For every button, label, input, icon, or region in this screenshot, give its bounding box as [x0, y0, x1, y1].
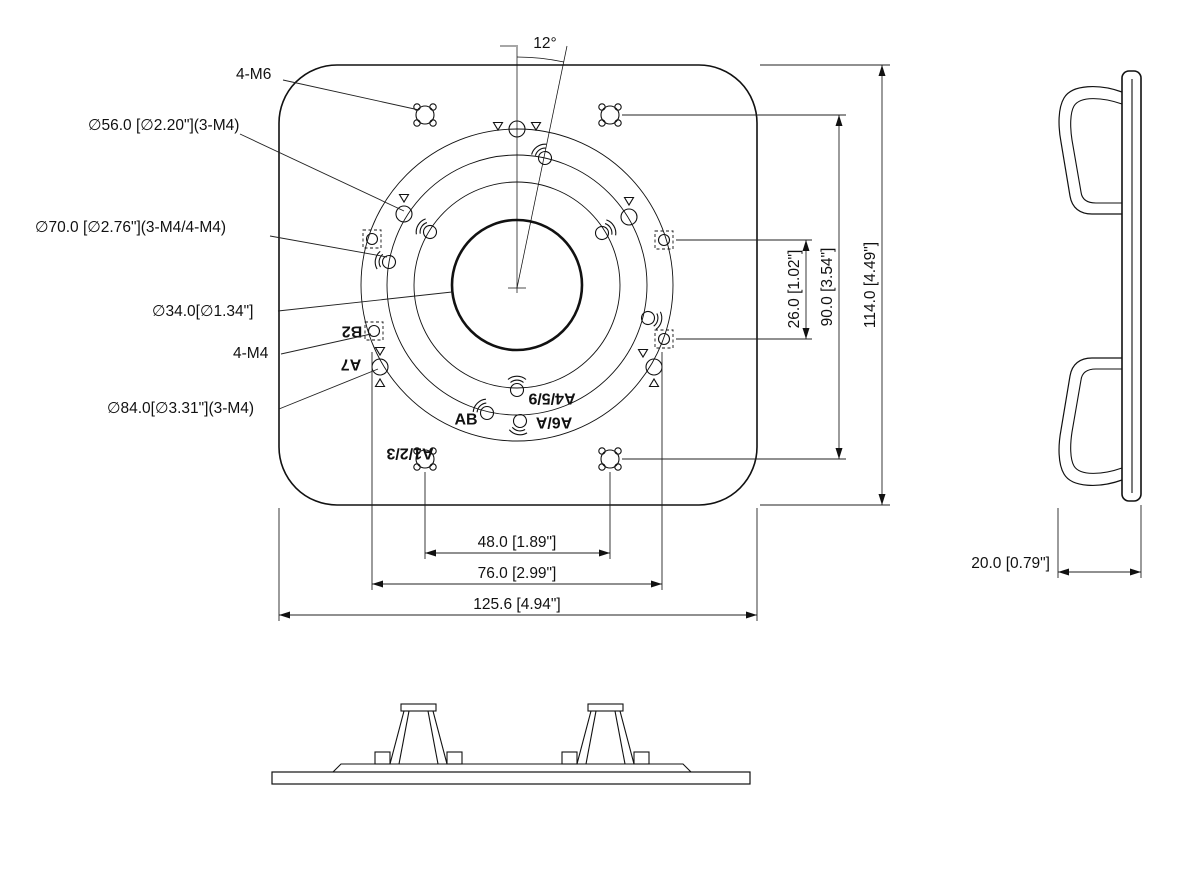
dim-114: 114.0 [4.49"]	[862, 242, 879, 328]
callout-4m4: 4-M4	[233, 345, 269, 362]
front-view: B2 A7 A1/2/3 AB A4/5/9 A6/A	[278, 45, 758, 506]
slot-hole-top	[531, 143, 553, 166]
callouts: 4-M6 ∅56.0 [∅2.20"](3-M4) ∅70.0 [∅2.76"]…	[35, 35, 557, 417]
dim-26: 26.0 [1.02"]	[786, 250, 803, 329]
slot-hole-upper-right	[594, 219, 617, 241]
plate-marking-b2: B2	[342, 323, 363, 340]
plate-marking-a6a: A6/A	[535, 414, 572, 431]
slot-hole-upper-left	[415, 218, 438, 240]
callout-d70: ∅70.0 [∅2.76"](3-M4/4-M4)	[35, 219, 226, 236]
leader-d34	[277, 291, 453, 312]
base-bar	[271, 771, 751, 785]
plate-marking-a459: A4/5/9	[528, 390, 575, 407]
plate-outline	[278, 64, 758, 506]
callout-4m6: 4-M6	[236, 66, 271, 83]
m6-hole-bottom-left	[413, 447, 437, 471]
dim-48: 48.0 [1.89"]	[478, 534, 557, 551]
m4-hole-upper-right	[620, 196, 638, 226]
m6-hole-top-right	[598, 103, 622, 127]
leader-d84	[278, 368, 379, 410]
m6-hole-bottom-right	[598, 447, 622, 471]
post-right	[561, 703, 650, 765]
dimension-depth: 20.0 [0.79"]	[971, 505, 1142, 578]
leader-4m4	[280, 333, 372, 355]
leader-4m6	[282, 79, 420, 111]
tapped-hole-right-upper	[654, 230, 674, 250]
bottom-profile-view	[271, 703, 751, 785]
dim-76: 76.0 [2.99"]	[478, 565, 557, 582]
angle-dimension-label: 12°	[533, 35, 556, 52]
tapped-hole-left-lower	[364, 321, 384, 341]
slot-hole-right	[640, 310, 663, 330]
m4-hole-lower-right	[637, 348, 663, 388]
callout-d56: ∅56.0 [∅2.20"](3-M4)	[88, 117, 239, 134]
dim-125: 125.6 [4.94"]	[473, 596, 560, 613]
dim-90: 90.0 [3.54"]	[819, 248, 836, 327]
m4-hole-lower-left	[371, 346, 389, 388]
slot-hole-bottom-center	[507, 375, 527, 398]
side-plate-outline	[1121, 70, 1142, 502]
m4-hole-top	[492, 120, 542, 138]
leader-d70	[269, 235, 388, 258]
platform	[332, 763, 692, 773]
plate-marking-a123: A1/2/3	[386, 445, 433, 462]
callout-d34: ∅34.0[∅1.34"]	[152, 303, 253, 320]
side-view: 20.0 [0.79"]	[971, 70, 1142, 578]
dimensions-bottom: 48.0 [1.89"] 76.0 [2.99"] 125.6 [4.94"]	[278, 352, 758, 621]
leader-d56	[239, 133, 405, 212]
slot-hole-bottom-left	[472, 398, 495, 421]
plate-marking-a7: A7	[341, 356, 362, 373]
post-left	[374, 703, 463, 765]
tapped-hole-left-upper	[362, 229, 382, 249]
side-hook-bottom	[1058, 357, 1123, 487]
slot-hole-bottom-right	[508, 413, 528, 436]
slot-hole-left	[374, 250, 397, 270]
callout-d84: ∅84.0[∅3.31"](3-M4)	[107, 400, 254, 417]
plate-marking-ab: AB	[454, 412, 477, 429]
center-lines	[500, 45, 568, 293]
dim-20: 20.0 [0.79"]	[971, 555, 1050, 572]
m4-hole-upper-left	[395, 193, 413, 223]
tapped-hole-right-lower	[654, 329, 674, 349]
dimensions-right: 26.0 [1.02"] 90.0 [3.54"] 114.0 [4.49"]	[622, 64, 890, 506]
side-hook-top	[1058, 85, 1123, 215]
m6-hole-top-left	[413, 103, 437, 127]
